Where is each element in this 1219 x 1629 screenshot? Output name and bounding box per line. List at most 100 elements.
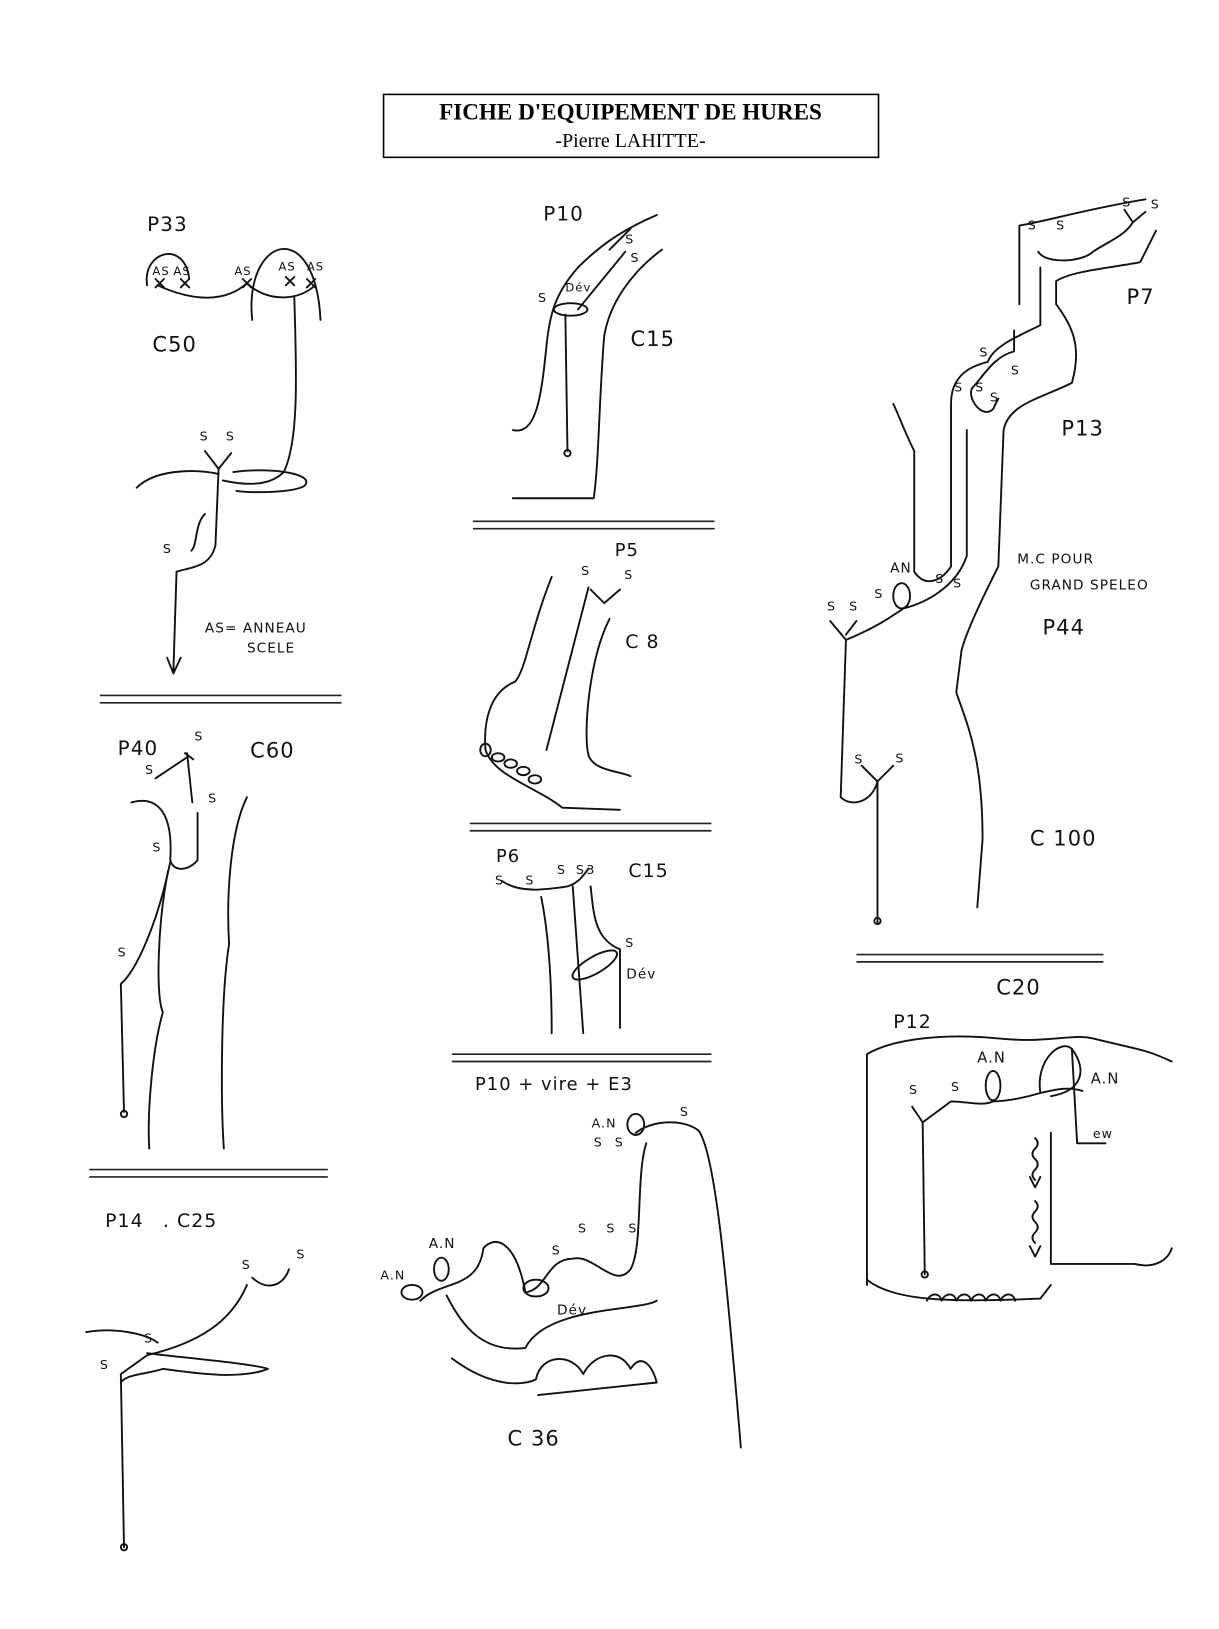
label-p7-13: S (953, 575, 962, 590)
label-p40-3: S (208, 790, 217, 805)
label-p7-0: S (1028, 218, 1037, 233)
label-p12-6: ew (1093, 1126, 1113, 1141)
label-p7-15: S (827, 598, 836, 613)
title-box (382, 93, 880, 159)
label-p14-3: S (296, 1247, 305, 1262)
label-p12-0: C20 (996, 975, 1041, 999)
label-p10b-8: S (606, 1221, 615, 1236)
label-p10b-2: S (680, 1104, 689, 1119)
label-p7-3: S (1151, 197, 1160, 212)
subtitle: -Pierre LAHITTE- (555, 130, 705, 152)
label-p5-2: S (624, 567, 633, 582)
label-p7-16: S (849, 598, 858, 613)
label-p10b-11: Dév. (557, 1302, 591, 1318)
label-p40-1: S (194, 729, 203, 744)
label-p10b-6: A.N (380, 1268, 405, 1283)
label-p7-1: S (1056, 218, 1065, 233)
pitch-p33-drawing (135, 247, 322, 675)
label-p6-8: Dév (626, 967, 656, 983)
label-p7-9: S (990, 390, 999, 405)
label-p33-3: AS (234, 264, 251, 278)
label-p10b-10: S (552, 1243, 561, 1258)
label-p12-3: S (909, 1082, 918, 1097)
label-p33-1: AS (152, 264, 169, 278)
label-p33-10: AS= ANNEAU (205, 621, 307, 637)
label-p7-19: P44 (1042, 616, 1085, 640)
label-p10a-1: S (625, 231, 634, 246)
label-p14-5: S (100, 1357, 109, 1372)
label-p10a-4: S (538, 290, 547, 305)
label-p14-4: S (144, 1331, 153, 1346)
label-p7-5: S (979, 345, 988, 360)
label-p12-4: S (951, 1079, 960, 1094)
label-p33-2: AS (173, 264, 190, 278)
label-p10b-9: S (628, 1221, 637, 1236)
label-p7-12: S (935, 571, 944, 586)
pitch-p6-drawing (501, 867, 621, 1035)
label-p40-2: S (145, 762, 154, 777)
label-p7-4: P7 (1127, 285, 1155, 309)
pitch-p10-vire-drawing (400, 1113, 742, 1449)
label-p12-1: P12 (893, 1011, 932, 1033)
label-p6-0: P6 (496, 846, 520, 867)
label-p10b-5: A.N (429, 1236, 456, 1252)
label-p6-4: S (576, 862, 585, 877)
pitch-p14-drawing (85, 1268, 290, 1552)
title: FICHE D'EQUIPEMENT DE HURES (439, 99, 822, 125)
label-p33-11: SCELE (247, 640, 295, 656)
label-p7-2: S (1122, 195, 1131, 210)
label-p7-21: S (895, 751, 904, 766)
label-p12-5: A.N (1091, 1071, 1120, 1088)
label-p33-0: P33 (147, 212, 188, 236)
label-p40-5: S (118, 945, 127, 960)
label-p40-4: S (152, 840, 161, 855)
label-p10b-0: P10 + vire + E3 (475, 1074, 633, 1095)
label-p33-6: C50 (152, 332, 197, 356)
label-p33-8: S (226, 429, 235, 444)
pitch-p10-drawing (511, 214, 663, 500)
label-p7-7: S (954, 379, 963, 394)
label-p10b-12: C 36 (508, 1426, 560, 1450)
label-p10a-3: Dév (565, 281, 591, 295)
label-p6-3: S (557, 862, 566, 877)
label-p7-17: M.C POUR (1017, 551, 1094, 567)
pitch-p12-drawing (866, 1035, 1173, 1302)
label-p7-20: S (854, 752, 863, 767)
label-p33-9: S (163, 541, 172, 556)
label-p14-1: . C25 (163, 1210, 218, 1232)
label-p33-5: AS (307, 260, 324, 274)
label-p40-6: C60 (250, 738, 295, 762)
label-p10b-7: S (578, 1221, 587, 1236)
section-dividers (89, 520, 1104, 1178)
label-p10b-1: A.N (592, 1116, 617, 1131)
label-p7-18: GRAND SPELEO (1030, 578, 1149, 594)
label-p5-3: C 8 (625, 631, 659, 653)
label-p33-4: AS (278, 260, 295, 274)
label-p12-2: A.N (977, 1050, 1006, 1067)
label-p14-2: S (242, 1257, 251, 1272)
label-p7-6: S (1011, 362, 1020, 377)
label-p40-0: P40 (118, 736, 159, 760)
pitch-p7-p13-p44-drawing (829, 198, 1157, 926)
label-p10a-5: C15 (631, 327, 676, 351)
label-p6-1: S (495, 872, 504, 887)
label-p5-1: S (581, 563, 590, 578)
label-p7-8: S (975, 379, 984, 394)
label-p10a-0: P10 (543, 201, 584, 225)
label-p6-5: 3 (586, 862, 595, 877)
label-p10b-3: S (594, 1134, 603, 1149)
label-p6-6: C15 (628, 860, 668, 882)
label-p10a-2: S (631, 250, 640, 265)
label-p10b-4: S (615, 1134, 624, 1149)
label-p33-7: S (200, 429, 209, 444)
label-p5-0: P5 (615, 540, 639, 561)
pitch-p5-drawing (479, 575, 632, 811)
pitch-p40-drawing (119, 752, 248, 1150)
label-p6-2: S (525, 872, 534, 887)
label-p7-22: C 100 (1030, 826, 1097, 850)
label-p7-11: AN (890, 561, 912, 577)
label-p7-14: S (874, 586, 883, 601)
label-p6-7: S (625, 935, 634, 950)
